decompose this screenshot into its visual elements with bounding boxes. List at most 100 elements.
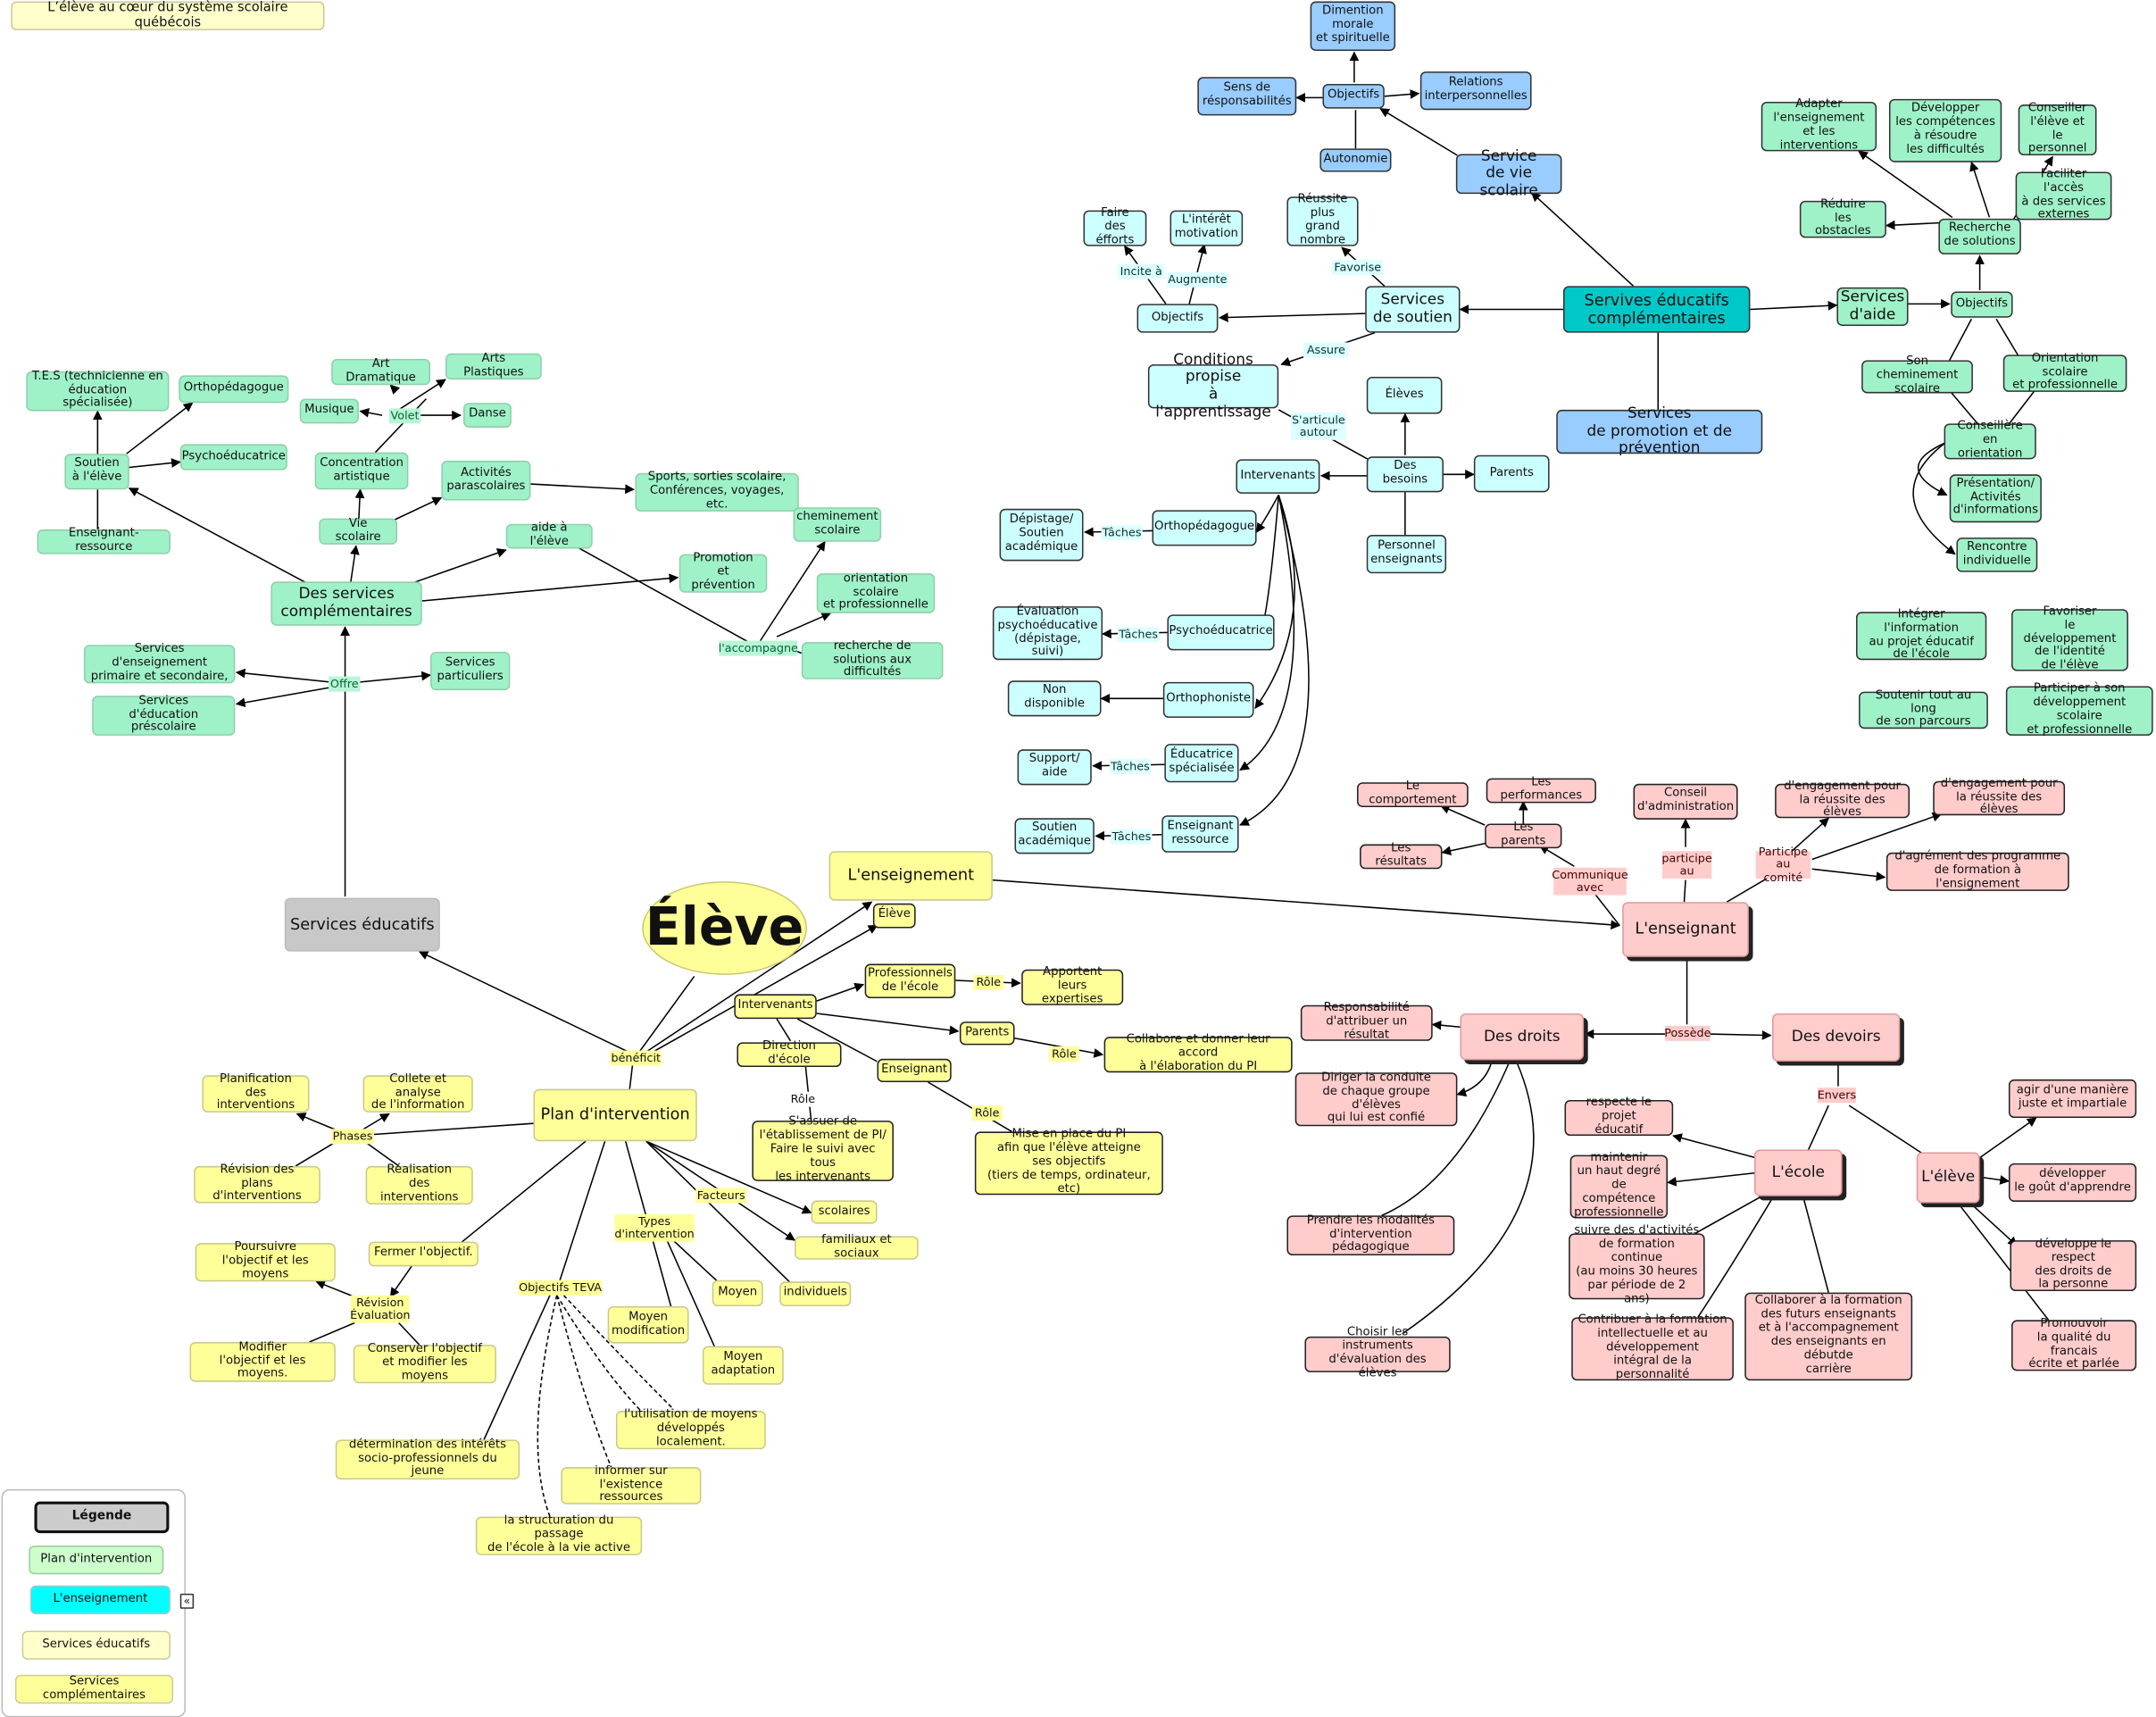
node-moyen[interactable]: Moyen <box>712 1279 763 1306</box>
node-revision-plans[interactable]: Révision des plans d'interventions <box>194 1163 320 1204</box>
node-enseignant-ressource-c[interactable]: Enseignant ressource <box>1161 815 1239 853</box>
node-agir[interactable]: agir d'une manière juste et impartiale <box>2008 1079 2137 1119</box>
node-arts-plastiques[interactable]: Arts Plastiques <box>445 352 542 380</box>
node-enseignant-ressource-g[interactable]: Enseignant-ressource <box>37 527 171 554</box>
node-soutenir[interactable]: Soutenir tout au long de son parcours <box>1859 688 1988 729</box>
node-integrer[interactable]: Intégrer l'information au projet éducati… <box>1856 607 1987 662</box>
node-orthopedagogue[interactable]: Orthopédagogue <box>1152 510 1257 546</box>
node-orthopedagogue-g[interactable]: Orthopédagogue <box>179 375 289 404</box>
node-services-complementaires-edu[interactable]: Servives éducatifs complémentaires <box>1562 286 1751 333</box>
node-l-ecole[interactable]: L'école <box>1754 1149 1843 1196</box>
node-collaborer[interactable]: Collaborer à la formation des futurs ens… <box>1744 1292 1913 1381</box>
node-interet[interactable]: L'intérêt motivation <box>1170 210 1244 246</box>
node-determination[interactable]: détermination des intérêts socio-profess… <box>335 1438 520 1480</box>
node-apportent[interactable]: Apportent leurs expertises <box>1021 965 1124 1006</box>
node-art-dramatique[interactable]: Art Dramatique <box>331 357 431 386</box>
node-soutien-academique[interactable]: Soutien académique <box>1014 818 1095 854</box>
node-l-enseignant[interactable]: L'enseignant <box>1622 902 1749 957</box>
node-le-comportement[interactable]: Le comportement <box>1356 779 1469 807</box>
node-sports[interactable]: Sports, sorties scolaire, Conférences, v… <box>635 471 799 512</box>
node-activites[interactable]: Activités parascolaires <box>441 460 531 501</box>
node-objectifs-soutien[interactable]: Objectifs <box>1136 304 1219 333</box>
node-conseiller[interactable]: Conseiller l'élève et le personnel <box>2018 102 2097 156</box>
node-recherche-g[interactable]: recherche de solutions aux difficultés <box>801 639 944 679</box>
node-engagement2[interactable]: d'engagement pour la réussite des élèves <box>1933 777 2066 817</box>
node-familiaux[interactable]: familiaux et sociaux <box>795 1233 919 1260</box>
node-aide-eleve[interactable]: aide à l'élève <box>505 521 593 549</box>
node-orthophoniste[interactable]: Orthophoniste <box>1162 681 1254 718</box>
node-les-resultats[interactable]: Les résultats <box>1360 842 1443 870</box>
node-moyen-adaptation[interactable]: Moyen adaptation <box>702 1346 784 1385</box>
node-soutien-eleve[interactable]: Soutien à l'élève <box>64 454 129 490</box>
node-recherche[interactable]: Recherche de solutions <box>1938 218 2021 254</box>
node-parents-y[interactable]: Parents <box>959 1021 1015 1046</box>
node-informer[interactable]: informer sur l'existence ressources <box>561 1464 702 1504</box>
node-reduire[interactable]: Réduire les obstacles <box>1799 197 1886 238</box>
node-collabore[interactable]: Collabore et donner leur accord à l'élab… <box>1103 1033 1293 1074</box>
node-l-eleve-p[interactable]: L'élève <box>1916 1152 1980 1204</box>
node-l-enseignement[interactable]: L'enseignement <box>828 851 993 901</box>
node-les-parents[interactable]: Les parents <box>1485 821 1562 849</box>
node-rencontre[interactable]: Rencontre individuelle <box>1956 538 2038 572</box>
node-responsabilite[interactable]: Responsabilité d'attribuer un résultat <box>1300 1001 1433 1042</box>
node-psychoeducatrice-g[interactable]: Psychoéducatrice <box>179 444 287 471</box>
node-cheminement-scolaire[interactable]: cheminement scolaire <box>793 507 882 542</box>
node-moyen-modification[interactable]: Moyen modification <box>607 1306 689 1344</box>
node-individuels[interactable]: individuels <box>779 1281 852 1306</box>
node-sassurer[interactable]: S'assuer de l'établissement de PI/ Faire… <box>752 1116 894 1184</box>
node-evaluation[interactable]: Évaluation psychoéducative (dépistage, s… <box>992 604 1103 661</box>
node-developpe-respect[interactable]: développe le respect des droits de la pe… <box>2010 1238 2137 1292</box>
node-promotion-g[interactable]: Promotion et prévention <box>678 552 768 593</box>
node-direction[interactable]: Direction d'école <box>737 1040 842 1068</box>
node-modifier[interactable]: Modifier l'objectif et les moyens. <box>189 1340 336 1382</box>
node-sens-resp[interactable]: Sens de résponsabilités <box>1197 77 1297 116</box>
node-structuration[interactable]: la structuration du passage de l'école à… <box>475 1514 643 1555</box>
node-adapter[interactable]: Adapter l'enseignement et les interventi… <box>1761 98 1877 153</box>
node-objectifs-aide[interactable]: Objectifs <box>1951 291 2013 318</box>
node-les-performances[interactable]: Les performances <box>1486 776 1596 804</box>
node-orientation-g[interactable]: orientation scolaire et professionnelle <box>816 571 936 613</box>
node-developper-comp[interactable]: Développer les compétences à résoudre le… <box>1888 98 2002 163</box>
node-contribuer[interactable]: Contribuer à la formation intellectuelle… <box>1571 1313 1734 1381</box>
node-conseillere[interactable]: Conseillère en orientation <box>1944 420 2036 461</box>
node-services-soutien[interactable]: Services de soutien <box>1365 286 1461 333</box>
node-faciliter[interactable]: Faciliter l'accès à des services externe… <box>2015 168 2112 221</box>
node-concentration[interactable]: Concentration artistique <box>314 452 409 490</box>
node-reussite[interactable]: Réussite plus grand nombre <box>1286 193 1359 247</box>
node-suivre[interactable]: suivre des d'activités de formation cont… <box>1569 1224 1705 1306</box>
node-plan-intervention[interactable]: Plan d'intervention <box>533 1088 697 1142</box>
node-faire-efforts[interactable]: Faire des éfforts <box>1083 206 1147 247</box>
node-des-besoins[interactable]: Des besoins <box>1366 456 1444 493</box>
node-personnel[interactable]: Personnel enseignants <box>1366 535 1447 574</box>
node-scolaires[interactable]: scolaires <box>811 1200 878 1224</box>
node-services-aide[interactable]: Services d'aide <box>1836 287 1909 326</box>
node-agrement[interactable]: d'agrément des programme de formation à … <box>1885 850 2069 891</box>
collapse-icon[interactable]: « <box>179 1593 195 1609</box>
node-dimention-morale[interactable]: Dimention morale et spirituelle <box>1310 1 1396 51</box>
node-intervenants-c[interactable]: Intervenants <box>1236 459 1320 494</box>
node-poursuivre[interactable]: Poursuivre l'objectif et les moyens <box>195 1240 336 1282</box>
node-educatrice[interactable]: Éducatrice spécialisée <box>1164 744 1239 783</box>
node-services-particuliers[interactable]: Services particuliers <box>430 651 511 691</box>
node-engagement1[interactable]: d'engagement pour la réussite des élèves <box>1775 779 1910 820</box>
node-eleves[interactable]: Élèves <box>1366 376 1443 414</box>
node-services-educatifs[interactable]: Services éducatifs <box>284 897 440 952</box>
node-respecte[interactable]: respecte le projet éducatif <box>1564 1096 1674 1137</box>
node-non-disponible[interactable]: Non disponible <box>1007 680 1102 717</box>
node-son-cheminement[interactable]: Son cheminement scolaire <box>1861 355 1973 396</box>
node-promouvoir[interactable]: Promouvoir la qualité du francais écrite… <box>2011 1317 2137 1371</box>
node-psychoeducatrice[interactable]: Psychoéducatrice <box>1167 614 1275 651</box>
node-relations[interactable]: Relations interpersonnelles <box>1419 71 1532 111</box>
node-utilisation[interactable]: l'utilisation de moyens développés local… <box>615 1408 766 1450</box>
node-promotion-prevention[interactable]: Services de promotion et de prévention <box>1556 404 1763 457</box>
node-professionnels[interactable]: Professionnels de l'école <box>864 963 956 999</box>
node-enseignant-y[interactable]: Enseignant <box>877 1058 952 1082</box>
node-presentation[interactable]: Présentation/ Activités d'informations <box>1949 474 2042 523</box>
node-diriger[interactable]: Diriger la conduite de chaque groupe d'é… <box>1294 1071 1458 1127</box>
node-planification[interactable]: Planification des interventions <box>202 1072 310 1113</box>
node-choisir[interactable]: Choisir les instruments d'évaluation des… <box>1304 1326 1451 1380</box>
node-realisation[interactable]: Réalisation des interventions <box>365 1163 473 1205</box>
node-conserver[interactable]: Conserver l'objectif et modifier les moy… <box>353 1342 496 1384</box>
node-favoriser[interactable]: Favoriser le développement de l'identité… <box>2011 604 2128 672</box>
node-orientation-scolaire-r[interactable]: Orientation scolaire et professionnelle <box>2002 352 2127 392</box>
